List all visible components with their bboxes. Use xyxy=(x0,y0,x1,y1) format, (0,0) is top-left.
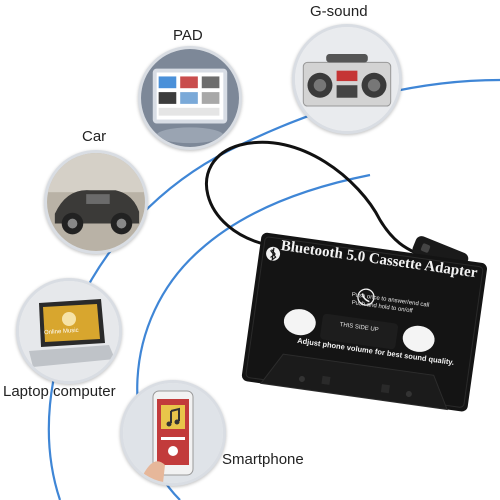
boombox-photo xyxy=(295,27,399,131)
music-note-icon xyxy=(170,407,180,423)
smartphone-bubble xyxy=(120,380,226,486)
reel-window-left xyxy=(283,309,316,336)
audio-cable xyxy=(205,140,421,257)
laptop-photo xyxy=(19,281,119,381)
car-bubble xyxy=(44,150,148,254)
gsound-bubble xyxy=(292,24,402,134)
laptop-label: Laptop computer xyxy=(3,383,116,400)
pad-bubble xyxy=(138,46,242,150)
cassette-adapter xyxy=(241,232,488,412)
connection-arc-outer xyxy=(47,78,500,500)
pad-label: PAD xyxy=(173,27,203,44)
smartphone-photo xyxy=(123,383,223,483)
phone-icon xyxy=(357,288,375,306)
gsound-label: G-sound xyxy=(310,3,368,20)
laptop-bubble xyxy=(16,278,122,384)
smartphone-label: Smartphone xyxy=(222,451,304,468)
car-label: Car xyxy=(82,128,107,145)
tablet-photo xyxy=(141,49,239,147)
reel-window-right xyxy=(402,325,435,352)
car-photo xyxy=(47,153,145,251)
